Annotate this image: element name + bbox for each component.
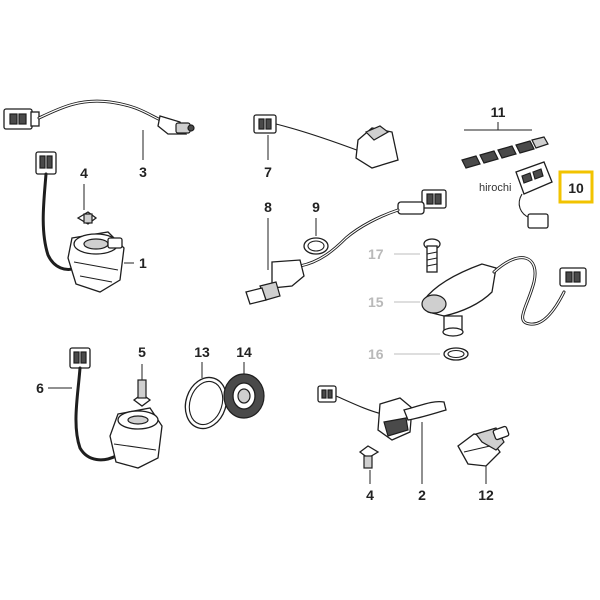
part-6-sensor xyxy=(69,347,163,469)
part-2-switch xyxy=(317,385,447,441)
callout-16: 16 xyxy=(368,346,384,362)
callout-14: 14 xyxy=(236,344,252,360)
callout-13: 13 xyxy=(194,344,210,360)
callout-4-upper: 4 xyxy=(80,165,88,181)
callout-12: 12 xyxy=(478,487,494,503)
part-7-switch xyxy=(253,114,399,169)
callout-8: 8 xyxy=(264,199,272,215)
part-1-sensor xyxy=(35,151,125,293)
part-11-contact-set xyxy=(461,136,549,169)
callout-1: 1 xyxy=(139,255,147,271)
watermark: hirochi xyxy=(479,182,511,194)
part-10-connector xyxy=(515,161,553,229)
callout-10: 10 xyxy=(568,180,584,196)
highlight-box xyxy=(558,170,594,204)
part-8-sensor-cable xyxy=(245,189,447,305)
part-3-sensor-cable xyxy=(3,99,195,135)
part-5-bolt xyxy=(132,379,152,407)
part-4-bolt-upper xyxy=(76,211,98,225)
callout-17: 17 xyxy=(368,246,384,262)
callout-9: 9 xyxy=(312,199,320,215)
part-12-pressure-sensor xyxy=(457,425,510,467)
part-16-o-ring xyxy=(443,347,469,361)
part-9-seal-ring xyxy=(303,237,329,255)
callout-3: 3 xyxy=(139,164,147,180)
callout-6: 6 xyxy=(36,380,44,396)
part-14-seal xyxy=(223,373,265,419)
callout-15: 15 xyxy=(368,294,384,310)
part-13-o-ring xyxy=(184,376,228,430)
callout-7: 7 xyxy=(264,164,272,180)
callout-4-lower: 4 xyxy=(366,487,374,503)
callout-5: 5 xyxy=(138,344,146,360)
part-4-bolt-lower xyxy=(358,445,380,469)
part-17-bolt xyxy=(423,238,441,273)
callout-11: 11 xyxy=(491,104,506,120)
callout-2: 2 xyxy=(418,487,426,503)
part-15-sensor-housing xyxy=(421,256,587,337)
